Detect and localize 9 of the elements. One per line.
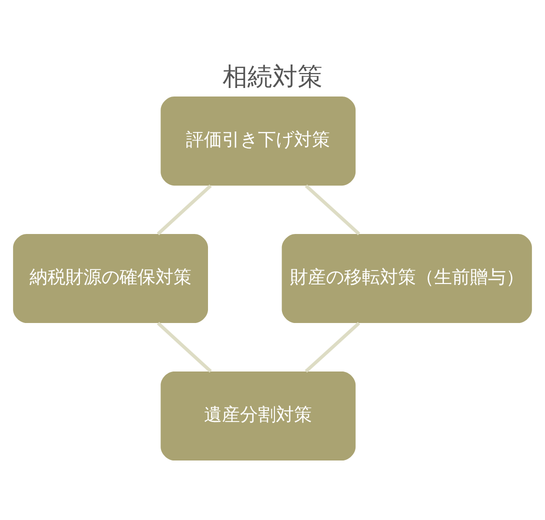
connector — [156, 321, 212, 372]
connector — [156, 184, 212, 235]
node-box: 財産の移転対策（生前贈与） — [282, 234, 532, 323]
connector — [304, 184, 360, 235]
connector — [304, 321, 360, 372]
diagram-title: 相続対策 — [222, 61, 322, 90]
node-box: 納税財源の確保対策 — [13, 234, 208, 323]
node-box: 遺産分割対策 — [160, 370, 356, 460]
node-box: 評価引き下げ対策 — [160, 96, 356, 186]
